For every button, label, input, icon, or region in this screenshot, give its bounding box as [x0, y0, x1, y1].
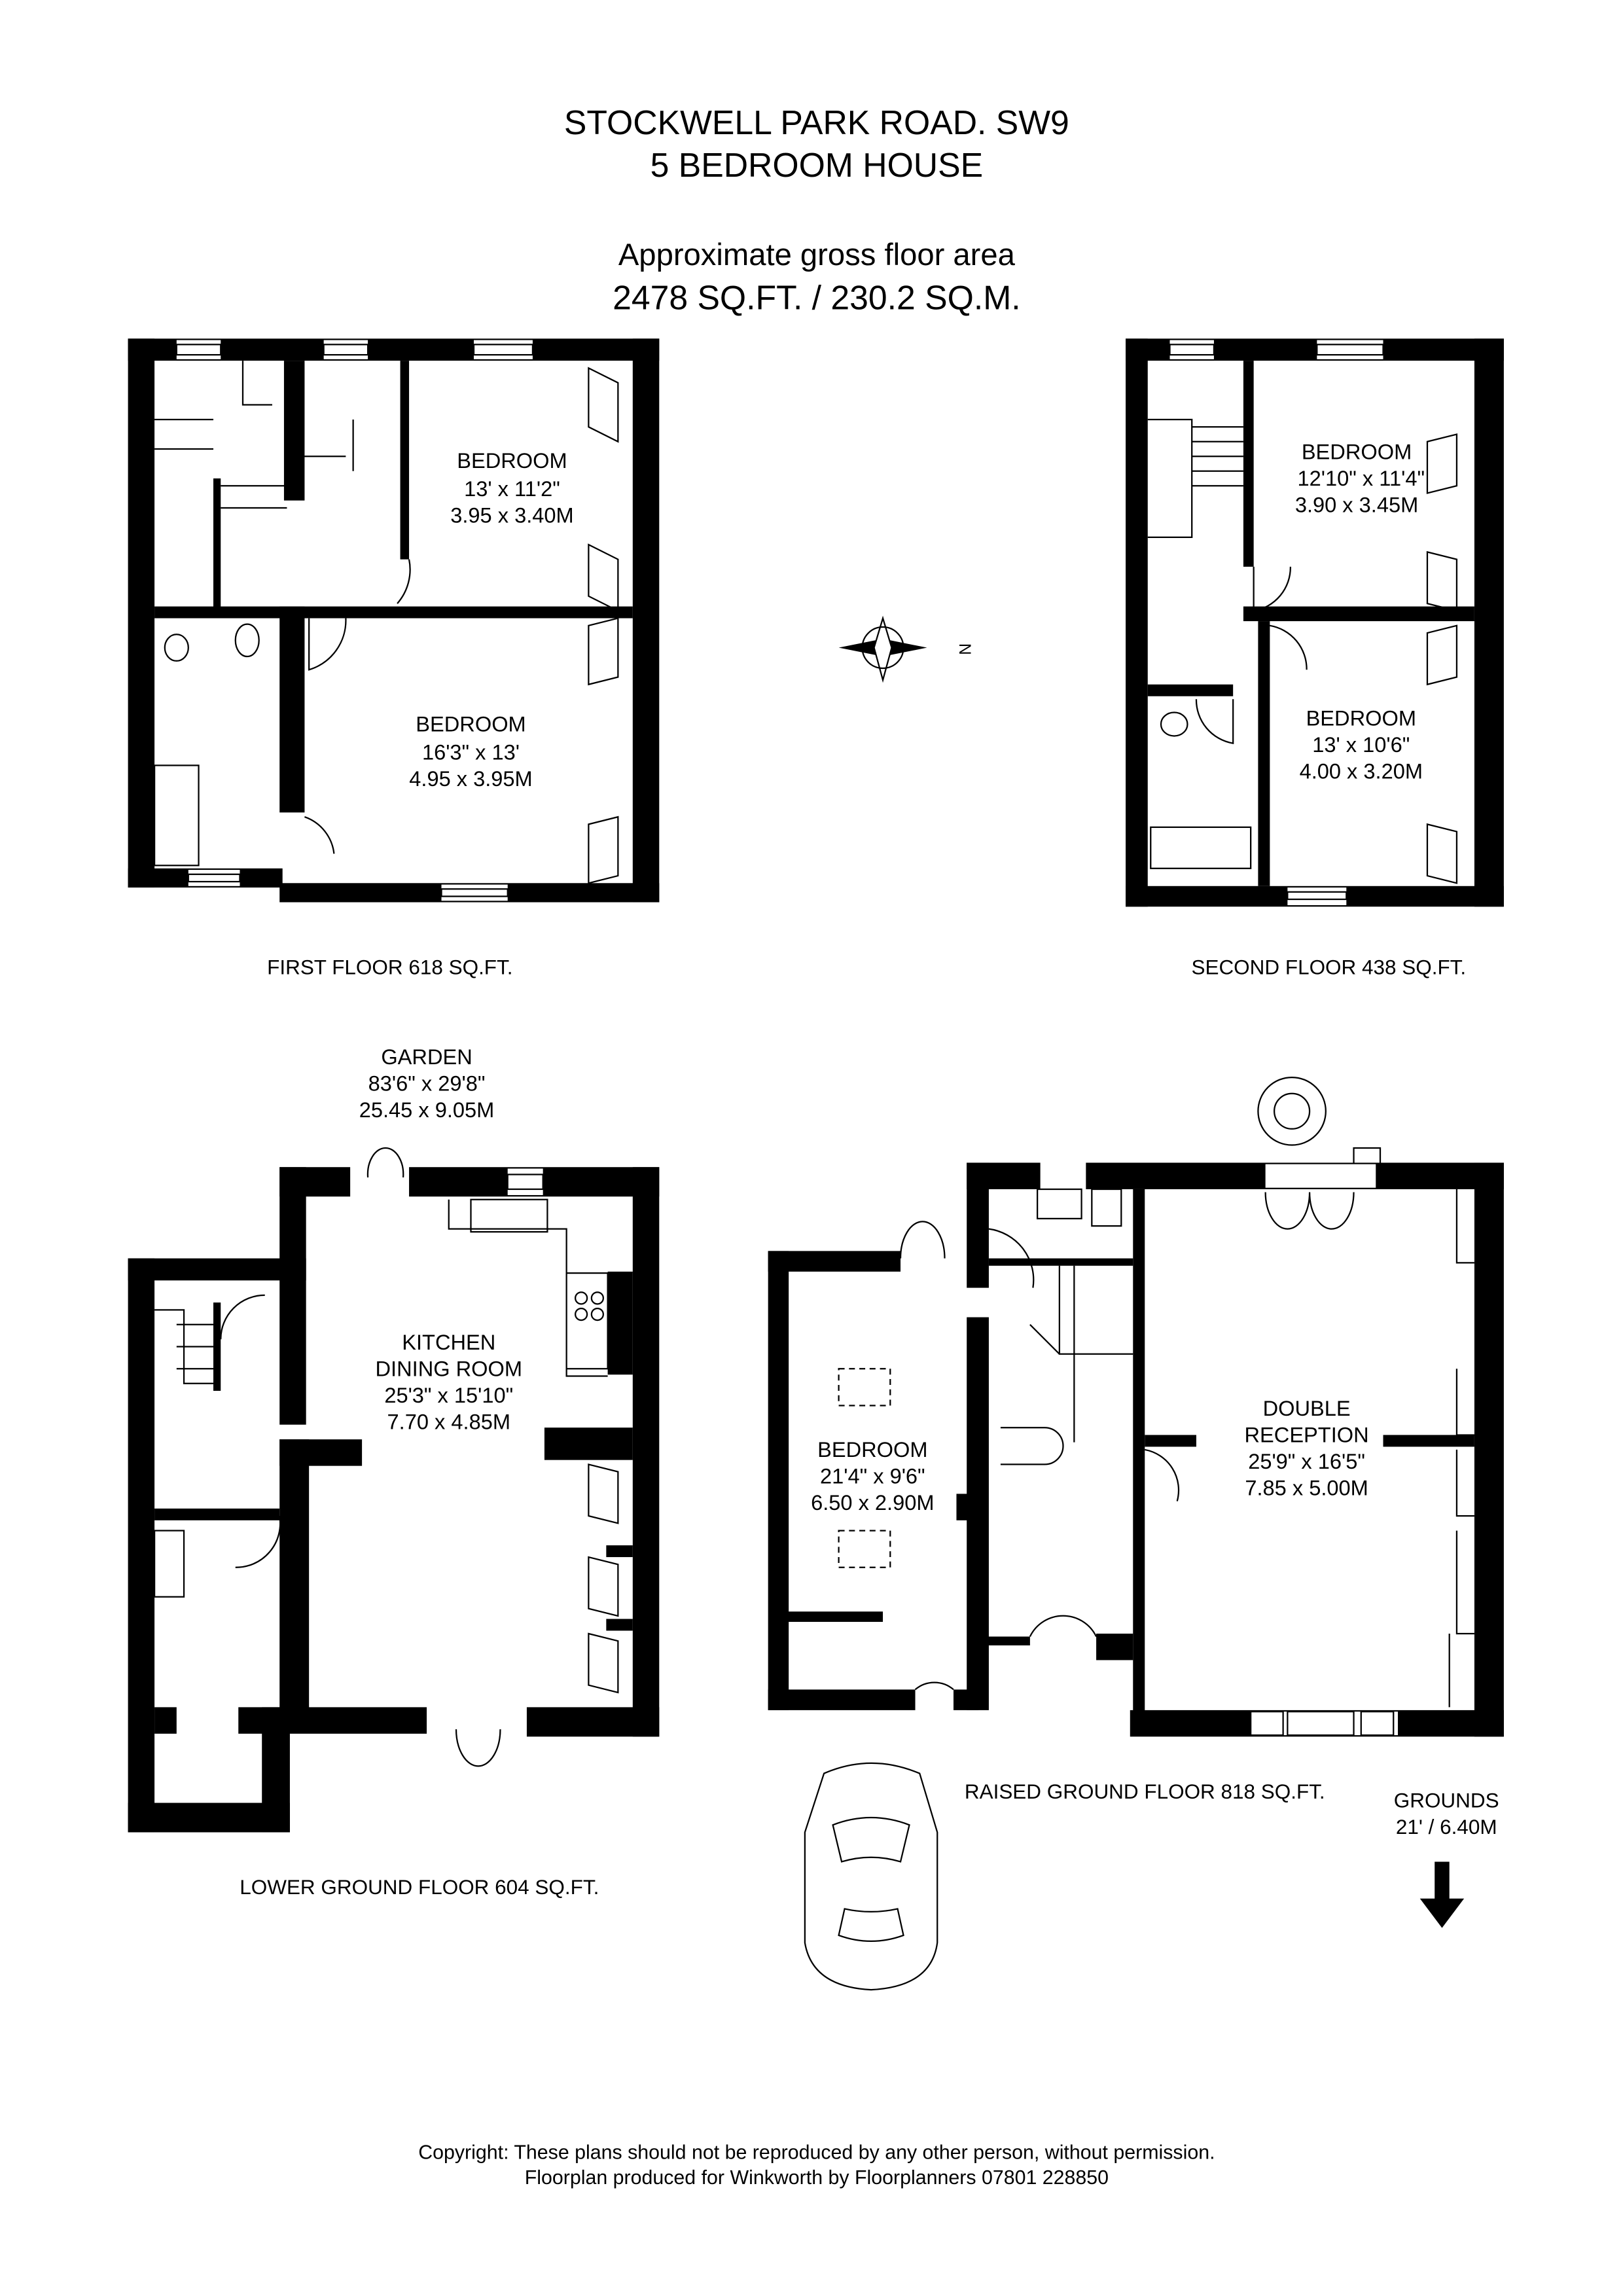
room-name: DOUBLE [1263, 1396, 1351, 1420]
raised-ground-floor-plan: BEDROOM 21'4" x 9'6" 6.50 x 2.90M DOUBLE… [768, 1076, 1504, 1803]
grounds-label: GROUNDS [1394, 1789, 1499, 1812]
floor-label: SECOND FLOOR 438 SQ.FT. [1191, 956, 1466, 979]
room-metric: 6.50 x 2.90M [811, 1490, 934, 1515]
room-imperial: 13' x 11'2" [464, 476, 560, 501]
second-floor-plan: BEDROOM 12'10" x 11'4" 3.90 x 3.45M BEDR… [1126, 338, 1504, 979]
room-name: BEDROOM [457, 448, 567, 473]
subtitle: 5 BEDROOM HOUSE [651, 146, 983, 184]
credit-text: Floorplan produced for Winkworth by Floo… [525, 2167, 1109, 2189]
room-name: BEDROOM [1302, 440, 1412, 464]
garden-metric: 25.45 x 9.05M [359, 1098, 495, 1122]
room-imperial: 13' x 10'6" [1312, 732, 1410, 757]
garden-name: GARDEN [381, 1045, 472, 1069]
car-icon [804, 1762, 938, 1991]
room-imperial: 16'3" x 13' [422, 740, 520, 764]
floor-label: RAISED GROUND FLOOR 818 SQ.FT. [965, 1780, 1325, 1803]
grounds-value: 21' / 6.40M [1396, 1816, 1497, 1839]
room-name-line2: DINING ROOM [376, 1357, 523, 1381]
room-name: KITCHEN [402, 1330, 495, 1354]
room-metric: 3.95 x 3.40M [450, 503, 573, 527]
room-imperial: 25'3" x 15'10" [384, 1383, 513, 1407]
room-imperial: 12'10" x 11'4" [1298, 466, 1425, 490]
compass-rose-icon: N [838, 615, 973, 683]
room-metric: 7.70 x 4.85M [387, 1409, 510, 1433]
footer: Copyright: These plans should not be rep… [418, 2142, 1215, 2189]
copyright-text: Copyright: These plans should not be rep… [418, 2142, 1215, 2164]
header: STOCKWELL PARK ROAD. SW9 5 BEDROOM HOUSE… [564, 103, 1069, 317]
room-metric: 7.85 x 5.00M [1245, 1476, 1368, 1500]
lower-ground-floor-plan: GARDEN 83'6" x 29'8" 25.45 x 9.05M KITCH… [128, 1045, 660, 1899]
room-imperial: 21'4" x 9'6" [820, 1464, 925, 1488]
garden-imperial: 83'6" x 29'8" [368, 1071, 486, 1095]
room-metric: 4.00 x 3.20M [1300, 759, 1423, 783]
room-imperial: 25'9" x 16'5" [1248, 1449, 1365, 1473]
floor-label: LOWER GROUND FLOOR 604 SQ.FT. [240, 1876, 599, 1899]
room-name: BEDROOM [1306, 706, 1416, 730]
area-value: 2478 SQ.FT. / 230.2 SQ.M. [613, 278, 1021, 316]
compass-north-label: N [955, 643, 973, 655]
room-name-line2: RECEPTION [1245, 1423, 1369, 1447]
area-label: Approximate gross floor area [618, 238, 1016, 272]
room-metric: 3.90 x 3.45M [1295, 493, 1418, 517]
room-metric: 4.95 x 3.95M [409, 766, 532, 791]
room-name: BEDROOM [416, 712, 526, 736]
arrow-down-icon [1419, 1861, 1465, 1928]
floor-label: FIRST FLOOR 618 SQ.FT. [267, 956, 512, 979]
grounds-indicator: GROUNDS 21' / 6.40M [1394, 1789, 1499, 1928]
room-name: BEDROOM [817, 1437, 927, 1462]
first-floor-plan: BEDROOM 13' x 11'2" 3.95 x 3.40M BEDROOM… [128, 338, 660, 979]
title: STOCKWELL PARK ROAD. SW9 [564, 103, 1069, 141]
